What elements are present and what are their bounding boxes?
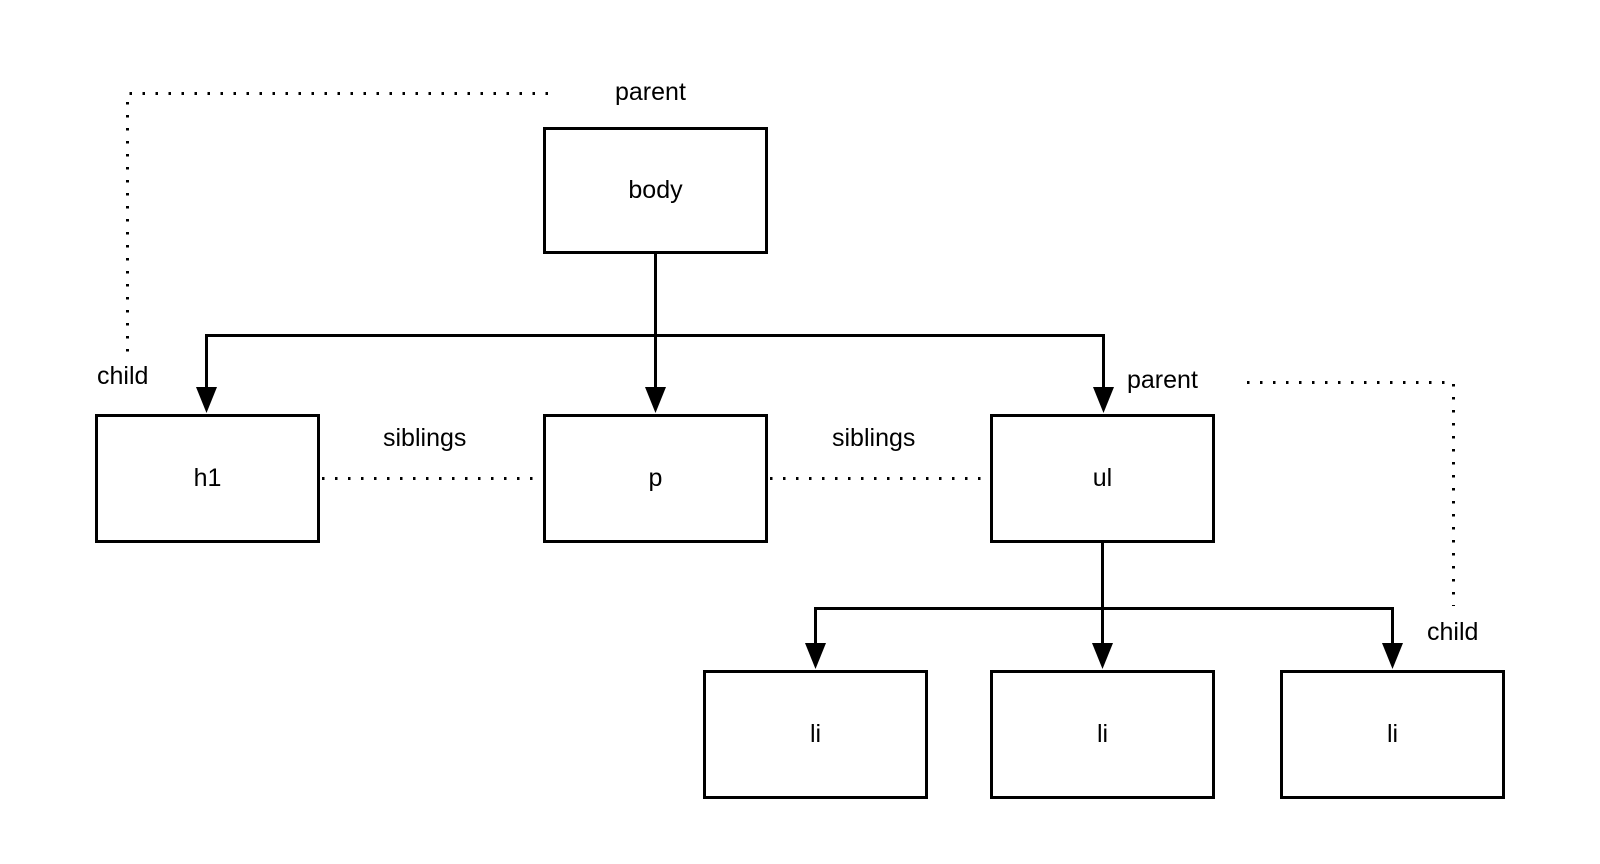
label-parent-top: parent <box>615 78 686 106</box>
node-li-2: li <box>990 670 1215 799</box>
parent-child-dotted-left <box>126 92 548 352</box>
label-child-right: child <box>1427 618 1479 646</box>
arrowhead-to-p-icon <box>645 387 666 413</box>
body-children-connector <box>205 253 1105 392</box>
node-h1: h1 <box>95 414 320 543</box>
node-li-3: li <box>1280 670 1505 799</box>
node-p-label: p <box>648 464 663 492</box>
node-li-1-label: li <box>809 720 822 748</box>
parent-child-dotted-right <box>1247 381 1455 606</box>
arrowhead-to-ul-icon <box>1093 387 1114 413</box>
node-body: body <box>543 127 768 254</box>
arrowhead-to-h1-icon <box>196 387 217 413</box>
node-li-3-label: li <box>1386 720 1399 748</box>
node-li-2-label: li <box>1096 720 1109 748</box>
label-siblings-left: siblings <box>383 424 467 452</box>
node-ul: ul <box>990 414 1215 543</box>
label-parent-right: parent <box>1127 366 1198 394</box>
arrowhead-to-li-2-icon <box>1092 643 1113 669</box>
label-child-left: child <box>97 362 149 390</box>
node-p: p <box>543 414 768 543</box>
ul-children-connector <box>814 543 1394 648</box>
node-ul-label: ul <box>1092 464 1113 492</box>
node-h1-label: h1 <box>193 464 222 492</box>
arrowhead-to-li-1-icon <box>805 643 826 669</box>
node-li-1: li <box>703 670 928 799</box>
node-body-label: body <box>628 176 683 204</box>
label-siblings-right: siblings <box>832 424 916 452</box>
arrowhead-to-li-3-icon <box>1382 643 1403 669</box>
